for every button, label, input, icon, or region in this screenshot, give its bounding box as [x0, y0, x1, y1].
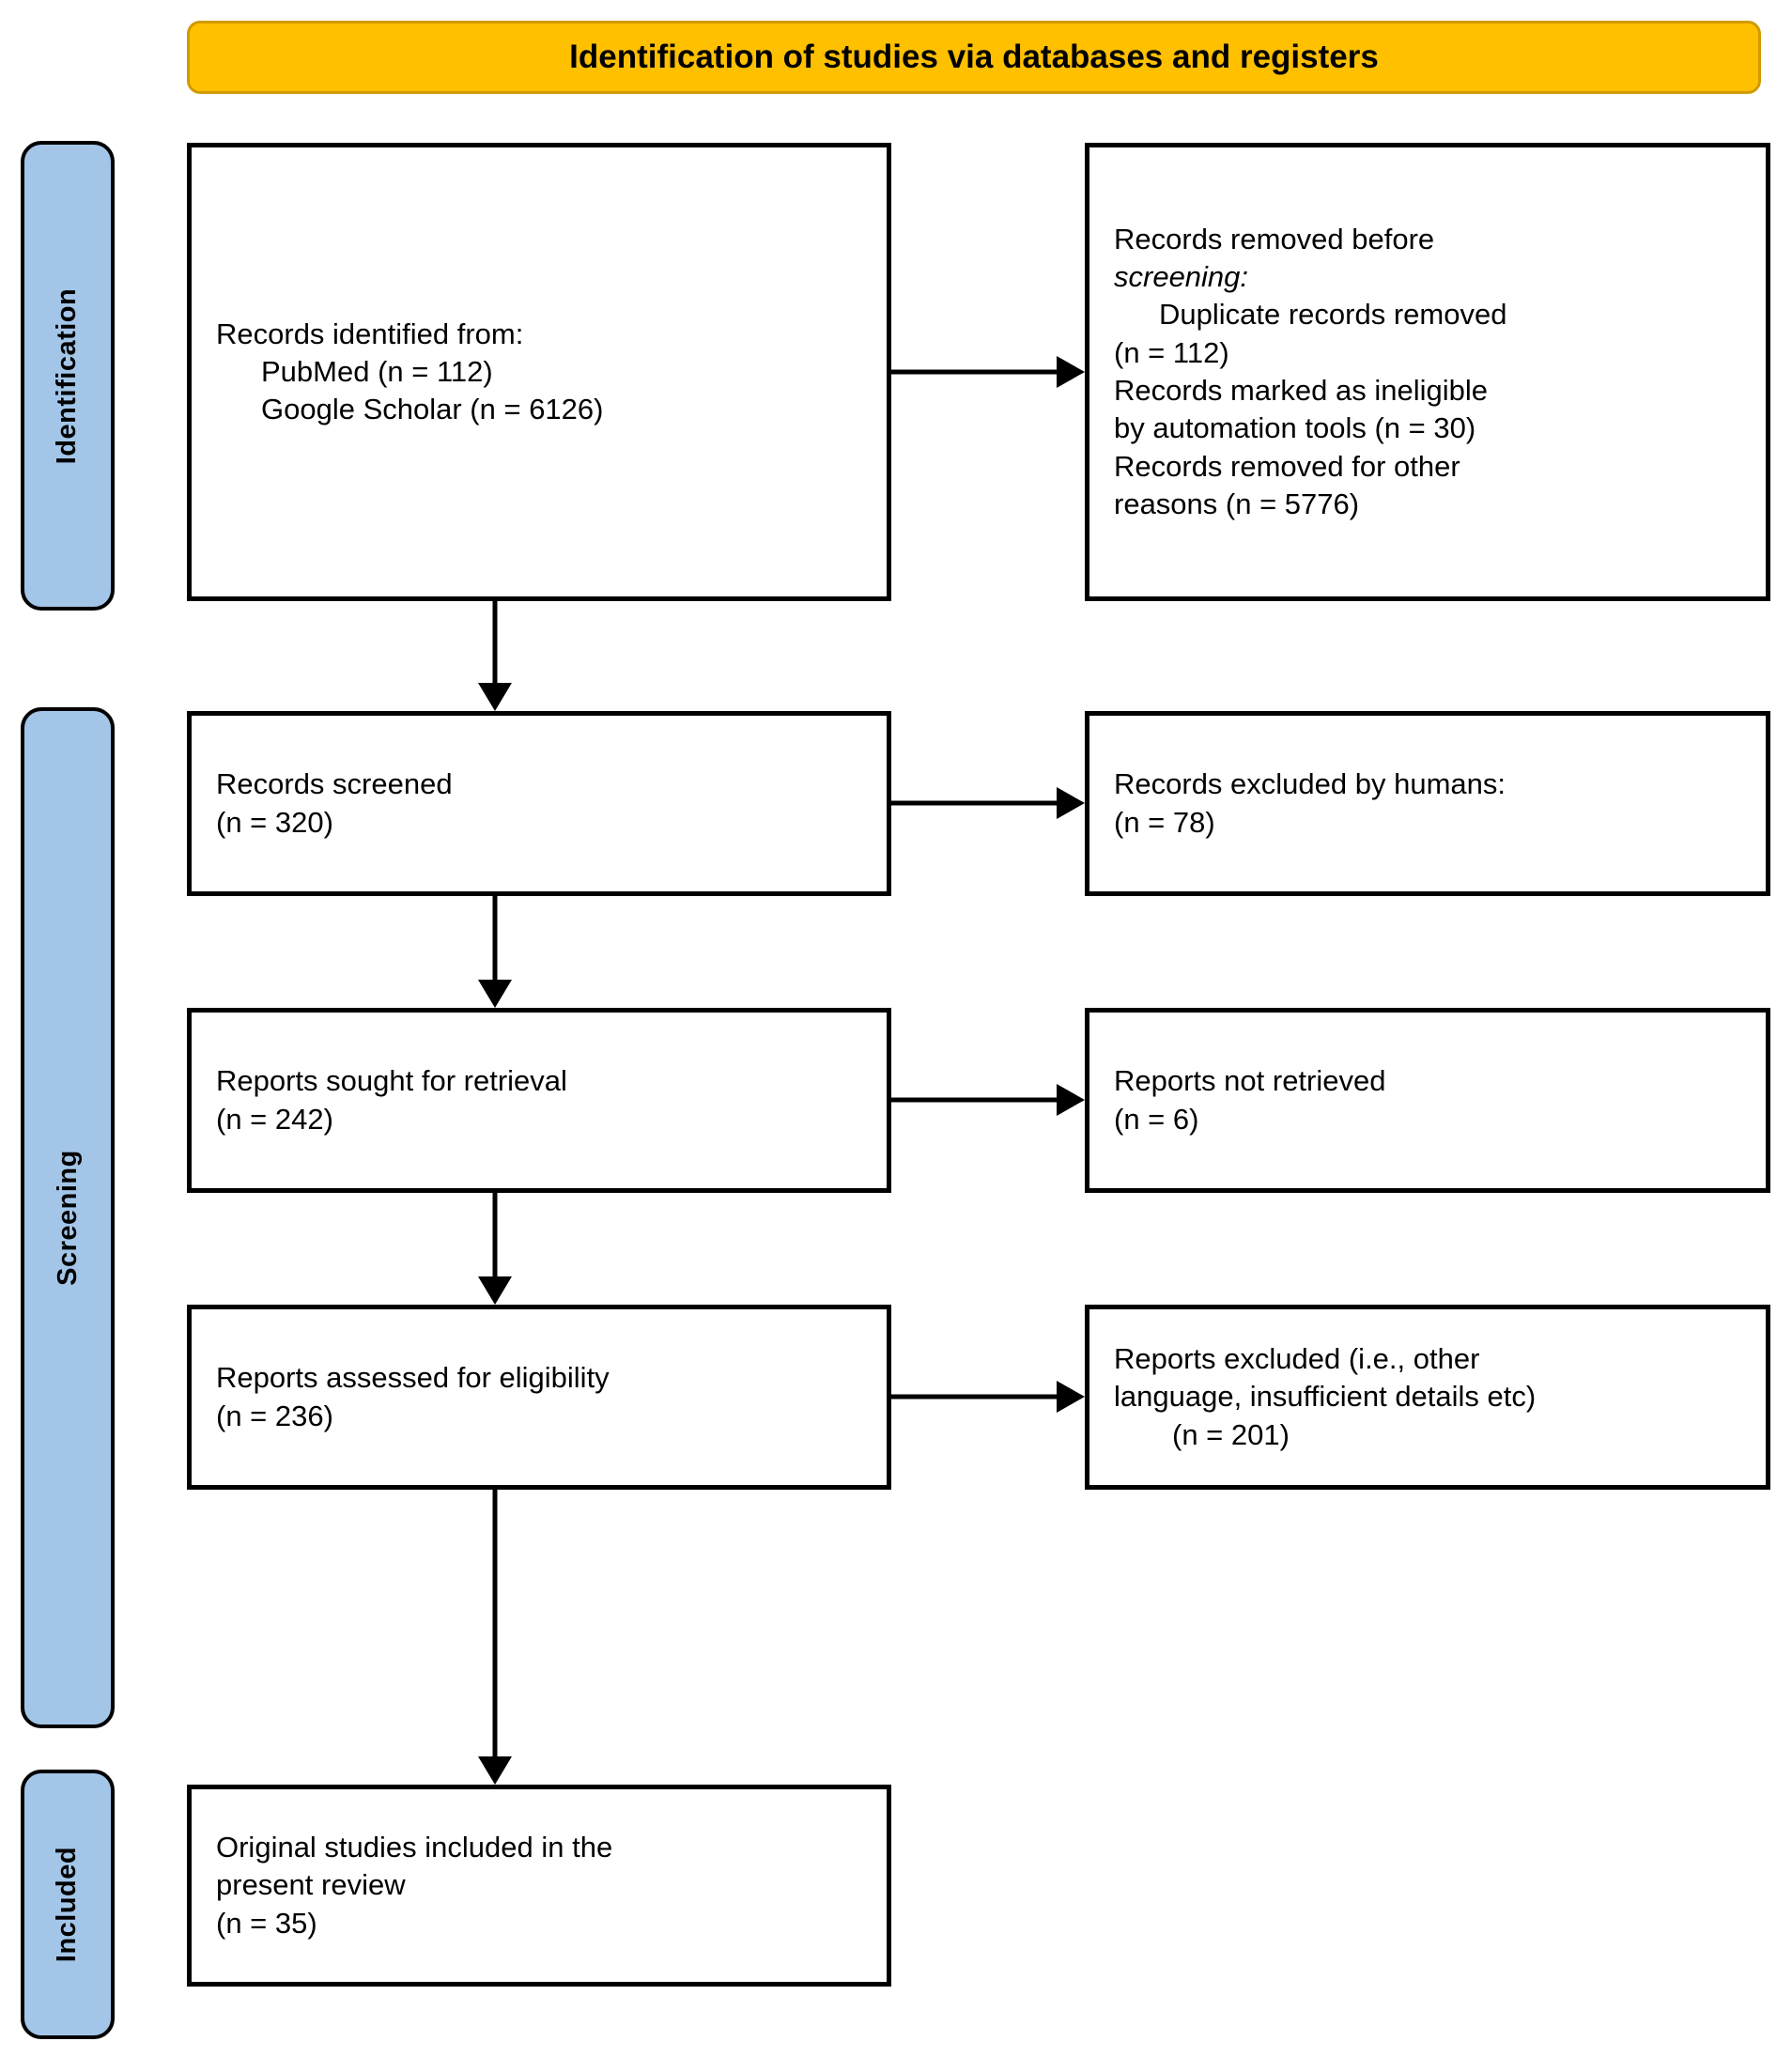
- box-line: Reports assessed for eligibility: [216, 1361, 610, 1395]
- stage-label-included: Included: [21, 1770, 115, 2039]
- page-title: Identification of studies via databases …: [569, 39, 1379, 75]
- box-records-screened: Records screened (n = 320): [187, 711, 891, 896]
- box-line: Records excluded by humans:: [1114, 767, 1506, 801]
- box-reports-assessed-for-eligibility: Reports assessed for eligibility (n = 23…: [187, 1305, 891, 1490]
- stage-label-identification: Identification: [21, 141, 115, 611]
- box-line: Records screened: [216, 767, 453, 801]
- box-line-emphasis: screening:: [1114, 260, 1249, 294]
- arrow-screened-to-excluded-humans: [891, 787, 1085, 819]
- box-reports-sought-for-retrieval: Reports sought for retrieval (n = 242): [187, 1008, 891, 1193]
- box-line: Reports excluded (i.e., other: [1114, 1342, 1480, 1376]
- box-line: (n = 6): [1114, 1102, 1199, 1136]
- box-line: by automation tools (n = 30): [1114, 411, 1476, 445]
- box-original-studies-included: Original studies included in the present…: [187, 1785, 891, 1987]
- box-line: reasons (n = 5776): [1114, 487, 1360, 520]
- box-line: Reports not retrieved: [1114, 1064, 1386, 1098]
- box-records-removed-before-screening: Records removed before screening: Duplic…: [1085, 143, 1770, 601]
- box-line: Duplicate records removed: [1159, 298, 1507, 332]
- arrow-sought-to-not-retrieved: [891, 1084, 1085, 1116]
- box-line: Records identified from:: [216, 317, 524, 350]
- box-line: (n = 112): [1114, 335, 1229, 369]
- box-records-identified: Records identified from: PubMed (n = 112…: [187, 143, 891, 601]
- box-line: (n = 35): [216, 1906, 317, 1940]
- box-line: Reports sought for retrieval: [216, 1064, 567, 1098]
- arrow-identified-to-screened: [478, 601, 512, 711]
- box-records-excluded-by-humans: Records excluded by humans: (n = 78): [1085, 711, 1770, 896]
- box-line: (n = 201): [1172, 1417, 1290, 1451]
- box-line: (n = 78): [1114, 805, 1215, 839]
- box-line: Records marked as ineligible: [1114, 374, 1489, 407]
- arrow-assessed-to-excluded-reports: [891, 1381, 1085, 1413]
- box-reports-excluded: Reports excluded (i.e., other language, …: [1085, 1305, 1770, 1490]
- box-line: screening:: [1114, 258, 1741, 296]
- stage-label-screening: Screening: [21, 707, 115, 1728]
- box-line: (n = 242): [216, 1102, 333, 1136]
- arrow-identified-to-removed: [891, 356, 1085, 388]
- box-line: Original studies included in the: [216, 1831, 613, 1864]
- box-line: Records removed for other: [1114, 449, 1460, 483]
- diagram-header-banner: Identification of studies via databases …: [187, 21, 1761, 94]
- arrow-screened-to-sought: [478, 896, 512, 1008]
- box-line-text: Records removed before: [1114, 222, 1435, 255]
- box-reports-not-retrieved: Reports not retrieved (n = 6): [1085, 1008, 1770, 1193]
- box-line: present review: [216, 1868, 406, 1902]
- box-line: Google Scholar (n = 6126): [261, 393, 604, 426]
- box-line: (n = 320): [216, 805, 333, 839]
- box-line: (n = 236): [216, 1399, 333, 1432]
- box-line: Records removed before: [1114, 221, 1741, 258]
- box-line: language, insufficient details etc): [1114, 1380, 1537, 1414]
- box-line: PubMed (n = 112): [261, 354, 493, 388]
- arrow-assessed-to-included: [478, 1490, 512, 1785]
- arrow-sought-to-assessed: [478, 1193, 512, 1305]
